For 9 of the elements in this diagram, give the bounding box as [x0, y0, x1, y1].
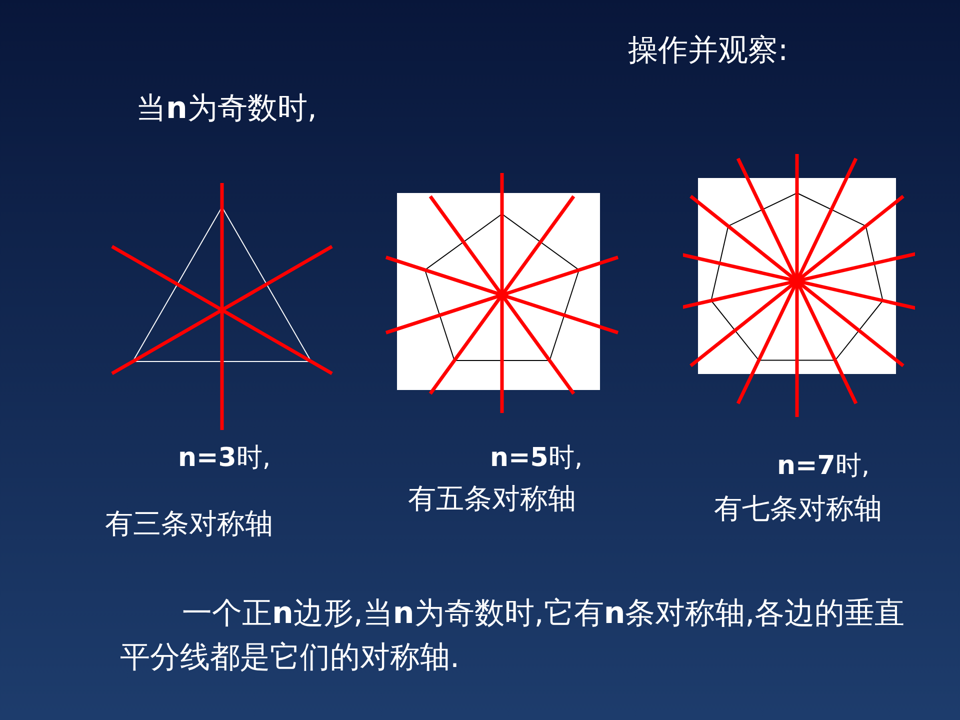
node-label: n=5时,	[490, 442, 583, 475]
node-label: 有七条对称轴	[714, 491, 882, 527]
note-text: 一个正n边形,当n为奇数时,它有n条对称轴,各边的垂直平分线都是它们的对称轴.	[120, 595, 906, 677]
node-label: n=3时,	[178, 442, 271, 475]
node-label: n=7时,	[777, 450, 870, 483]
title: 操作并观察:	[628, 32, 788, 70]
node-label: 有三条对称轴	[105, 506, 273, 542]
node-label: 有五条对称轴	[408, 481, 576, 517]
heading: 当n为奇数时,	[136, 90, 317, 128]
